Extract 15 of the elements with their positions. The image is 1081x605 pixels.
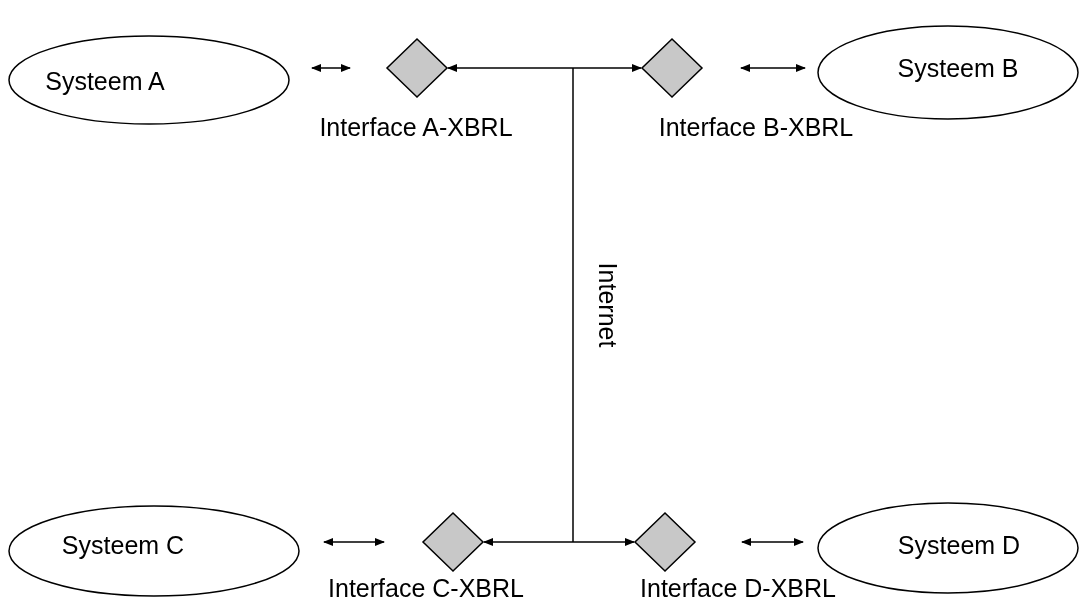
double-arrow [482,537,636,547]
interface-label: Interface A-XBRL [319,114,513,140]
double-arrow [310,63,352,73]
interface-label: Interface B-XBRL [658,114,854,140]
interface-label: Interface D-XBRL [640,575,836,601]
double-arrow [446,63,643,73]
double-arrow [739,63,807,73]
system-label: Systeem B [897,55,1019,81]
system-label: Systeem A [45,68,165,94]
interface-label: Interface C-XBRL [328,575,524,601]
system-label: Systeem D [897,532,1021,558]
network-label: Internet [594,262,620,348]
double-arrow [740,537,805,547]
system-label: Systeem C [61,532,185,558]
double-arrow [322,537,386,547]
